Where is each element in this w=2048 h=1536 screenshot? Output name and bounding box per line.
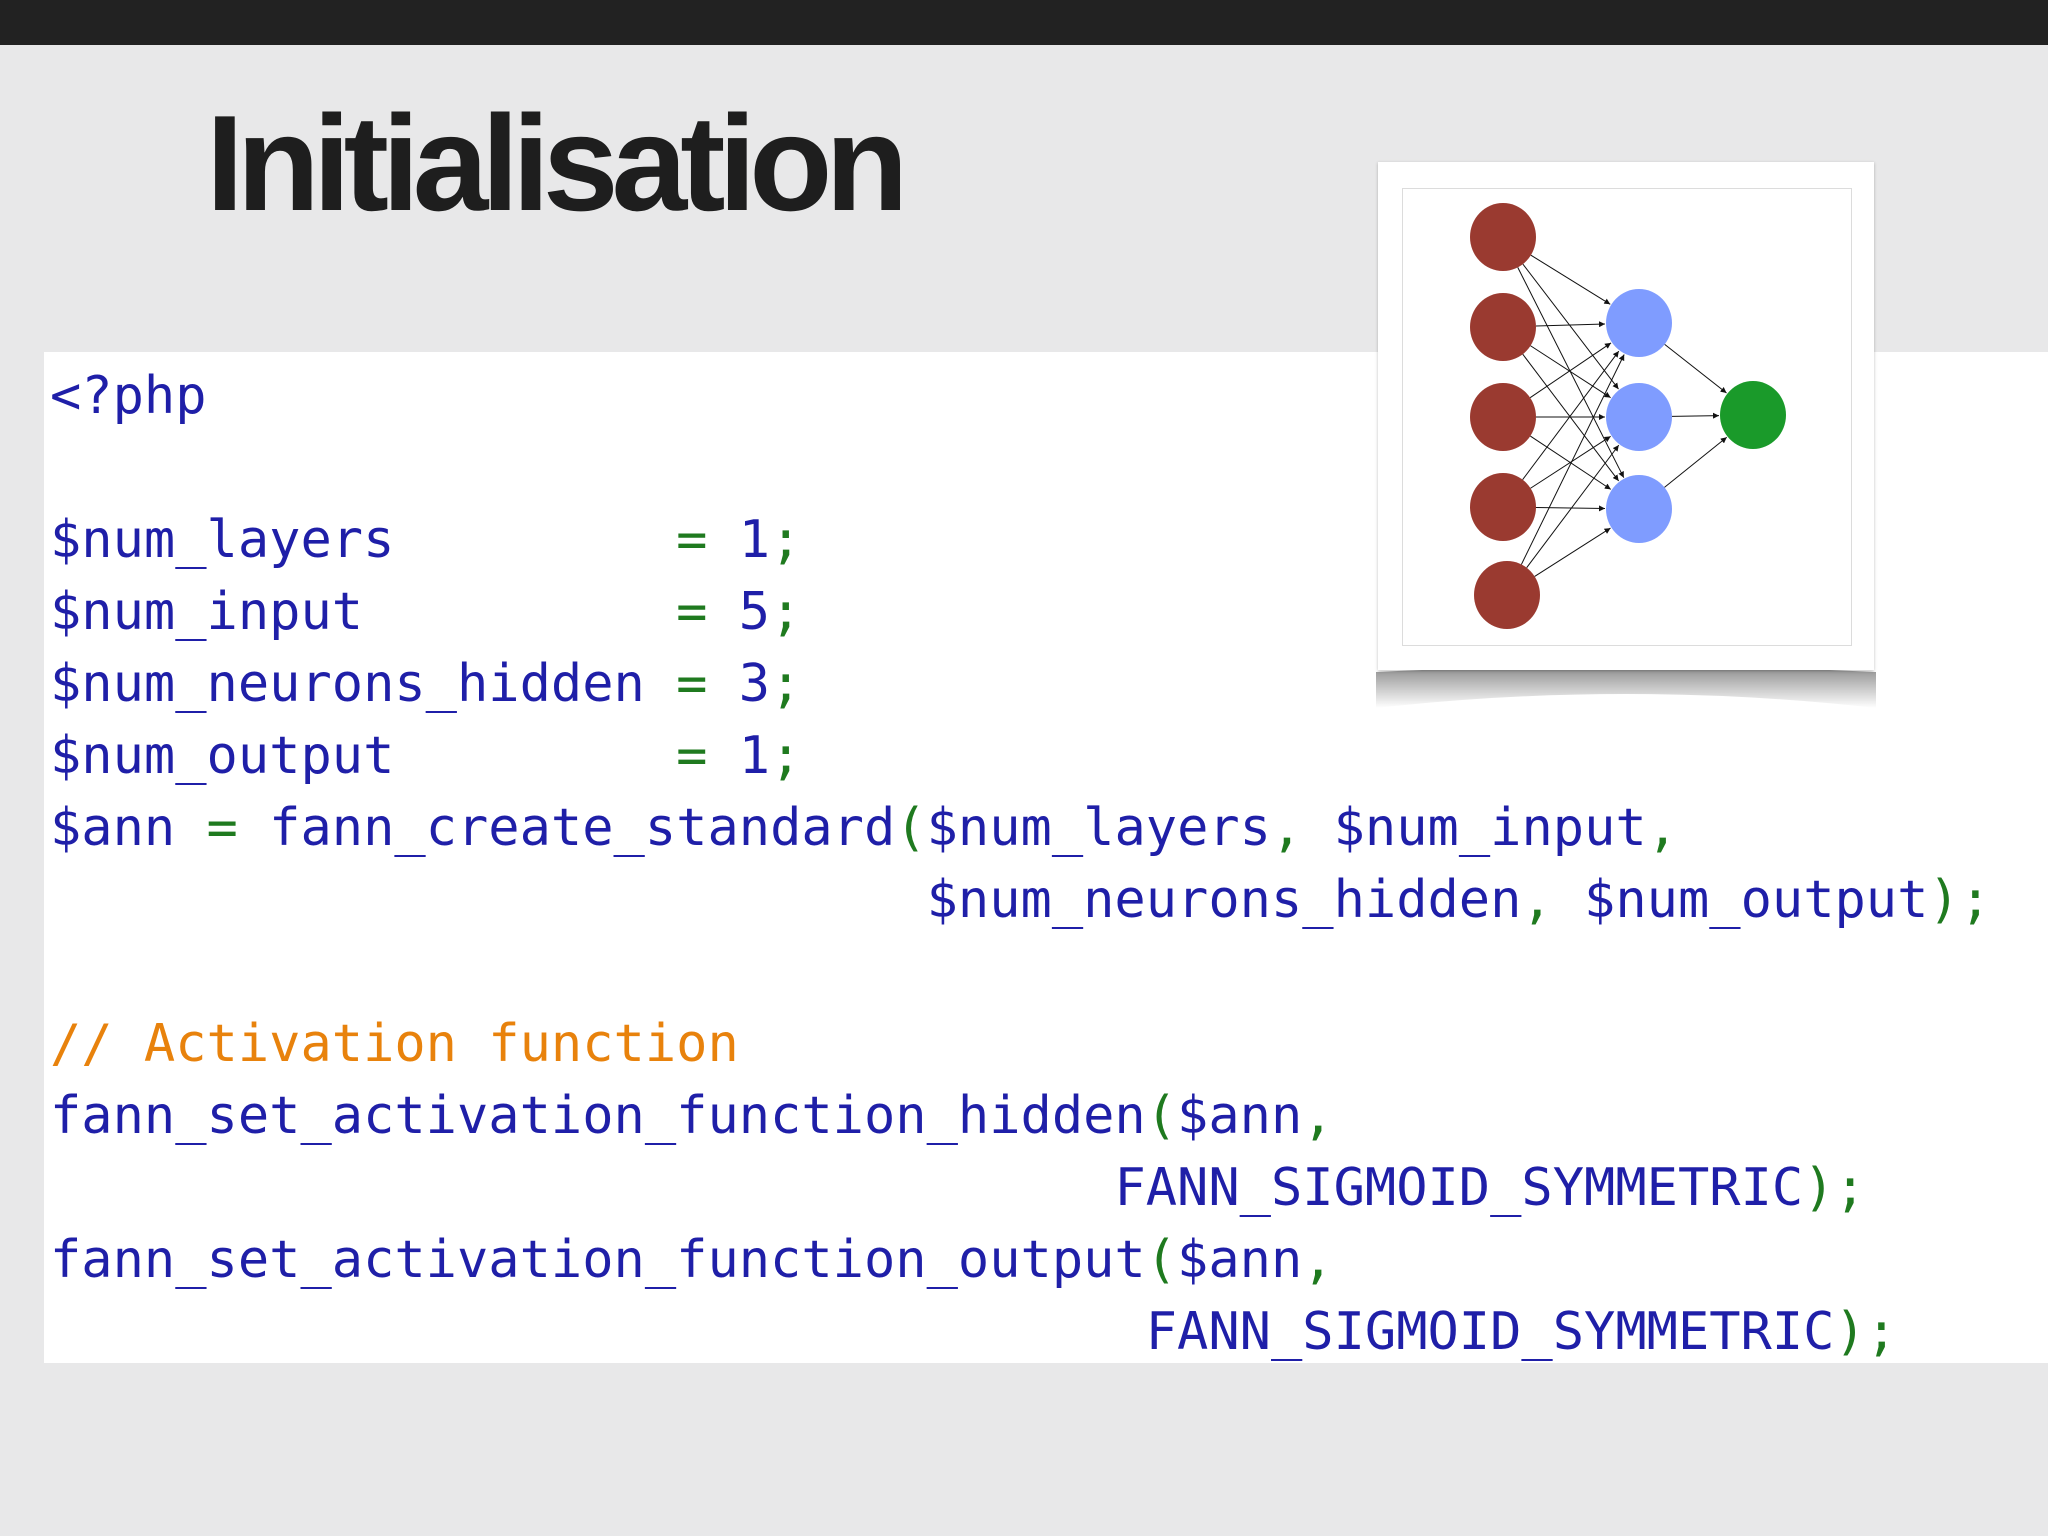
code-token: $num_output [1584,870,1929,930]
connection-edge [1664,343,1727,394]
neural-network-graph [1470,203,1786,629]
code-token: ; [770,510,802,570]
code-token: , [1302,1230,1334,1290]
code-token: ); [1803,1158,1866,1218]
code-token: ; [770,582,802,642]
connection-edge [1664,436,1728,488]
neural-network-diagram [1378,162,1874,670]
input-neuron [1470,473,1536,541]
code-token: $num_input [50,582,364,642]
code-token: , [1302,1086,1334,1146]
code-token: $num_neurons_hidden [50,654,645,714]
input-neuron [1470,383,1536,451]
code-token: $num_output [50,726,395,786]
code-token: ; [770,726,802,786]
code-token: = [175,798,270,858]
code-token [50,1158,1114,1218]
input-neuron [1474,561,1540,629]
code-line: fann_set_activation_function_output($ann… [50,1224,1991,1296]
code-token: ); [1928,870,1992,930]
code-token: $num_layers [50,510,395,570]
code-line [50,936,1991,1008]
code-token: $ann [1177,1086,1303,1146]
connection-edge [1530,345,1611,399]
code-line: $num_output = 1; [50,720,1991,792]
code-token: , [1521,870,1585,930]
connection-edge [1522,353,1620,482]
code-line: // Activation function [50,1008,1991,1080]
code-line: $num_neurons_hidden = 3; [50,648,1991,720]
connection-edge [1535,505,1606,512]
code-token: , [1270,798,1334,858]
code-token: FANN_SIGMOID_SYMMETRIC [1145,1302,1835,1362]
connection-edge [1520,354,1625,565]
code-token: FANN_SIGMOID_SYMMETRIC [1114,1158,1804,1218]
code-token: fann_create_standard [269,798,896,858]
code-token: ( [895,798,927,858]
code-token: ); [1834,1302,1898,1362]
diagram-shadow [1376,668,1876,708]
code-token: , [1646,798,1678,858]
code-token: $num_input [1333,798,1647,858]
slide-title: Initialisation [206,87,908,239]
connection-edge [1526,444,1620,568]
diagram-canvas [1402,188,1852,646]
code-token: = [394,726,739,786]
connection-edge [1529,342,1612,399]
connection-edge [1534,527,1611,577]
input-neuron [1470,293,1536,361]
code-token: $ann [1177,1230,1303,1290]
code-line: $ann = fann_create_standard($num_layers,… [50,792,1991,864]
code-token [50,1302,1146,1362]
code-token: 1 [738,726,771,786]
code-token: $num_neurons_hidden [926,870,1522,930]
code-token: = [363,582,739,642]
top-bar [0,0,2048,45]
input-neuron [1470,203,1536,271]
code-token: $num_layers [926,798,1271,858]
connection-edge [1517,267,1625,478]
connection-edge [1671,412,1720,419]
code-token: $ann [50,798,176,858]
code-token: <?php [50,366,207,426]
code-line: FANN_SIGMOID_SYMMETRIC); [50,1152,1991,1224]
output-neuron [1720,381,1786,449]
connection-edge [1530,435,1611,489]
code-token: ; [770,654,802,714]
code-block: <?php $num_layers = 1;$num_input = 5;$nu… [50,360,1991,1368]
code-token: = [394,510,739,570]
code-token: ( [1145,1230,1178,1290]
connection-edge [1522,263,1619,390]
connection-edge [1530,254,1611,305]
code-token: fann_set_activation_function_hidden [50,1086,1146,1146]
hidden-neuron [1606,383,1672,451]
hidden-neuron [1606,289,1672,357]
code-token [50,870,927,930]
code-token: 5 [738,582,771,642]
code-token: = [644,654,739,714]
connection-edge [1535,321,1606,328]
code-line: fann_set_activation_function_hidden($ann… [50,1080,1991,1152]
code-line: $num_layers = 1; [50,504,1991,576]
code-token: fann_set_activation_function_output [50,1230,1146,1290]
code-line: FANN_SIGMOID_SYMMETRIC); [50,1296,1991,1368]
hidden-neuron [1606,475,1672,543]
code-line: $num_neurons_hidden, $num_output); [50,864,1991,936]
connection-edge [1522,350,1620,480]
code-token: // Activation function [50,1014,739,1074]
code-line: <?php [50,360,1991,432]
code-token: 3 [738,654,771,714]
code-token: ( [1145,1086,1178,1146]
code-token: 1 [738,510,771,570]
code-line: $num_input = 5; [50,576,1991,648]
